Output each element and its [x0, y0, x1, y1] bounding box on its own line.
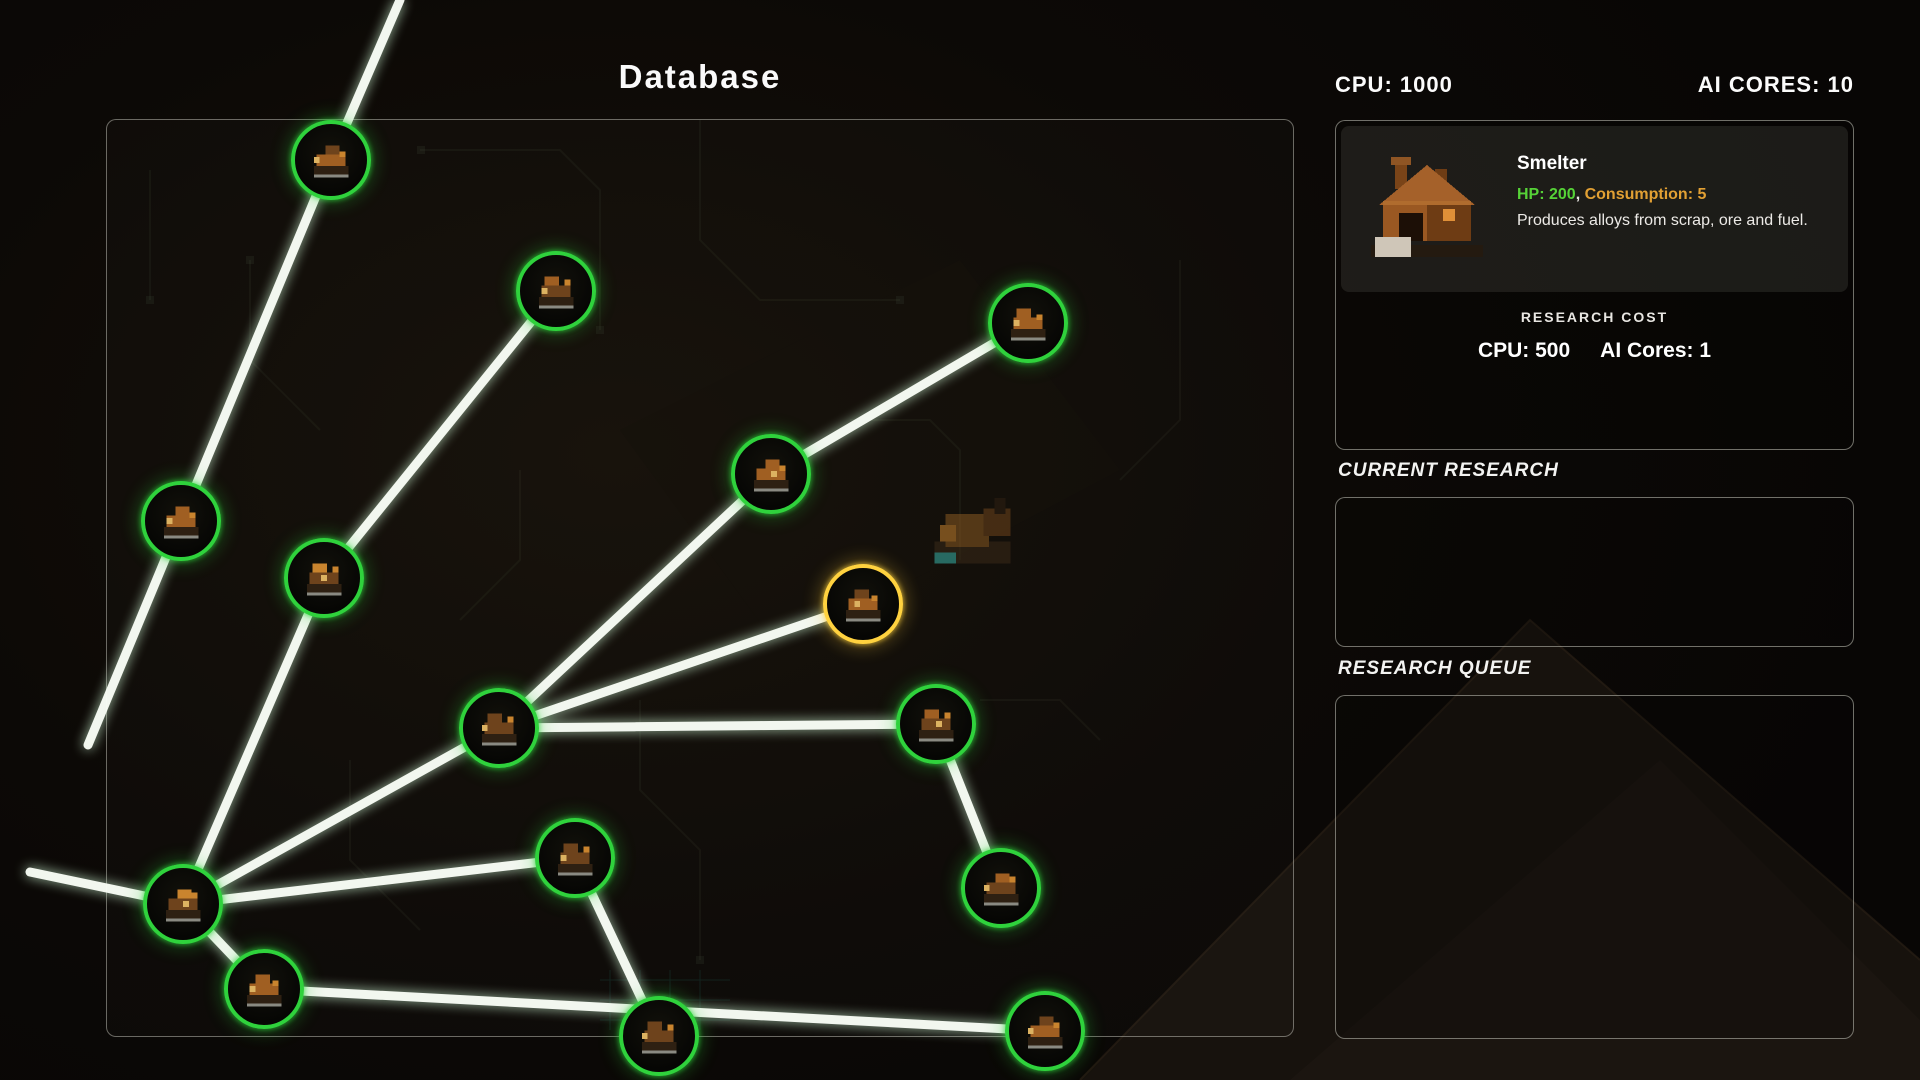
smelter-sprite-icon [1371, 157, 1483, 257]
hp-stat: HP: 200 [1517, 186, 1576, 203]
tech-node-extractor[interactable] [141, 481, 221, 561]
tech-node-refinery[interactable] [988, 283, 1068, 363]
drill-rig-icon [313, 145, 349, 178]
tech-info-text: Smelter HP: 200, Consumption: 5 Produces… [1513, 126, 1848, 292]
tech-node-assembler[interactable] [731, 434, 811, 514]
storage-icon [983, 873, 1019, 906]
current-research-panel [1335, 497, 1854, 647]
extractor-icon [163, 506, 199, 539]
research-queue-panel [1335, 695, 1854, 1039]
solar-panel-icon [246, 974, 282, 1007]
selected-tech-panel: Smelter HP: 200, Consumption: 5 Produces… [1335, 120, 1854, 450]
component-icon [641, 1021, 677, 1054]
research-cost-label: RESEARCH COST [1520, 309, 1669, 325]
tech-description: Produces alloys from scrap, ore and fuel… [1517, 212, 1808, 229]
research-cost-values: CPU: 500 AI Cores: 1 [1336, 339, 1853, 363]
tech-node-drill-rig[interactable] [291, 120, 371, 200]
circuit-traces [149, 120, 1181, 960]
page-title: Database [618, 58, 782, 95]
factory-icon [1027, 1016, 1063, 1049]
tech-info-card: Smelter HP: 200, Consumption: 5 Produces… [1341, 126, 1848, 292]
resource-bar: CPU: 1000 AI CORES: 10 [1335, 72, 1854, 98]
smelter-image [1341, 126, 1513, 292]
tech-stats-line: HP: 200, Consumption: 5 [1517, 186, 1832, 204]
tech-node-smelter[interactable] [823, 564, 903, 644]
tech-node-hauler[interactable] [284, 538, 364, 618]
ai-cores-stat: AI CORES: 10 [1697, 72, 1854, 97]
tech-node-conveyor[interactable] [459, 688, 539, 768]
workshop-icon [165, 889, 201, 922]
platform-icon [557, 843, 593, 876]
tech-node-component[interactable] [619, 996, 699, 1076]
current-research-label: CURRENT RESEARCH [1338, 460, 1559, 481]
map-vehicle-decoration [918, 492, 1038, 585]
tech-node-tent[interactable] [896, 684, 976, 764]
refinery-icon [1010, 308, 1046, 341]
bulldozer-icon [538, 276, 574, 309]
cpu-stat: CPU: 1000 [1335, 72, 1453, 97]
tech-node-platform[interactable] [535, 818, 615, 898]
tech-node-storage[interactable] [961, 848, 1041, 928]
conveyor-icon [481, 713, 517, 746]
ai-cores-cost: AI Cores: 1 [1600, 339, 1712, 362]
tech-name: Smelter [1517, 153, 1587, 174]
smelter-icon [845, 589, 881, 622]
tech-node-factory[interactable] [1005, 991, 1085, 1071]
research-queue-label: RESEARCH QUEUE [1338, 658, 1532, 679]
tech-node-solar-panel[interactable] [224, 949, 304, 1029]
hauler-icon [306, 563, 342, 596]
cpu-cost: CPU: 500 [1477, 339, 1571, 362]
tech-node-workshop[interactable] [143, 864, 223, 944]
assembler-icon [753, 459, 789, 492]
tent-icon [918, 709, 954, 742]
stats-separator: , [1575, 186, 1585, 203]
tech-node-bulldozer[interactable] [516, 251, 596, 331]
consumption-stat: Consumption: 5 [1584, 186, 1707, 203]
